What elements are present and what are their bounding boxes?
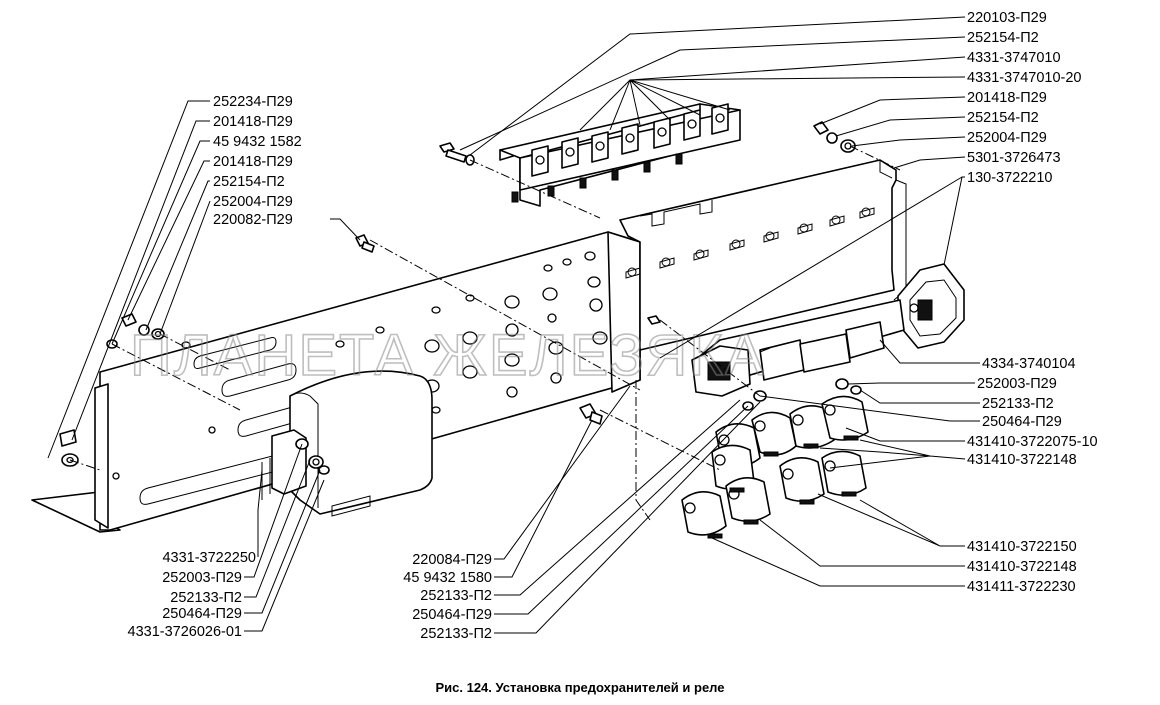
label-220103-p29: 220103-П29 <box>967 10 1047 26</box>
labels-right-bottom: 431410-3722150 431410-3722148 431411-372… <box>967 539 1077 595</box>
labels-right-mid: 4334-3740104 252003-П29 252133-П2 250464… <box>967 356 1098 468</box>
relay-3 <box>821 395 869 441</box>
assembly-drawing <box>31 103 965 539</box>
relay-bracket-right <box>897 263 965 349</box>
label-431410-3722148-b: 431410-3722148 <box>967 559 1077 575</box>
main-panel-edge <box>607 231 641 393</box>
label-252133-p2-right: 252133-П2 <box>982 396 1054 412</box>
label-252154-p2-b: 252154-П2 <box>967 110 1039 126</box>
label-5301-3726473: 5301-3726473 <box>967 150 1061 166</box>
label-45-9432-1580: 45 9432 1580 <box>403 570 492 586</box>
label-252003-p29-right: 252003-П29 <box>977 376 1057 392</box>
label-431411-3722230: 431411-3722230 <box>967 579 1076 595</box>
relay-7 <box>821 450 867 496</box>
upper-bracket-rail <box>619 159 897 351</box>
label-252133-p2-center-b: 252133-П2 <box>420 626 492 642</box>
labels-left-bottom: 4331-3722250 252003-П29 252133-П2 250464… <box>128 550 257 640</box>
fuse-block-assembly <box>499 103 741 207</box>
label-431410-3722148-a: 431410-3722148 <box>967 452 1077 468</box>
label-252004-p29-left: 252004-П29 <box>213 194 293 210</box>
relay-8 <box>681 491 727 536</box>
label-252004-p29-right: 252004-П29 <box>967 130 1047 146</box>
labels-right-top: 220103-П29 252154-П2 4331-3747010 4331-3… <box>967 10 1082 186</box>
label-250464-p29-center: 250464-П29 <box>412 607 492 623</box>
label-4334-3740104: 4334-3740104 <box>982 356 1076 372</box>
label-252154-p2-left: 252154-П2 <box>213 174 285 190</box>
labels-center-bottom: 220084-П29 45 9432 1580 252133-П2 250464… <box>403 552 492 642</box>
label-4331-3747010-20: 4331-3747010-20 <box>967 70 1082 86</box>
label-252133-p2-center-a: 252133-П2 <box>420 588 492 604</box>
label-45-9432-1582: 45 9432 1582 <box>213 134 302 150</box>
relay-6 <box>779 457 825 502</box>
relay-cluster <box>681 395 869 539</box>
label-250464-p29-right: 250464-П29 <box>982 414 1062 430</box>
relay-cover-housing <box>261 370 433 517</box>
label-252003-p29-left: 252003-П29 <box>162 570 242 586</box>
label-220082-p29: 220082-П29 <box>213 212 293 228</box>
figure-caption: Рис. 124. Установка предохранителей и ре… <box>435 680 724 695</box>
labels-left-top: 252234-П29 201418-П29 45 9432 1582 20141… <box>213 94 302 228</box>
watermark: ПЛАНЕТА ЖЕЛЕЗЯКА <box>130 323 766 388</box>
upper-bracket-tabs <box>639 200 713 227</box>
label-130-3722210: 130-3722210 <box>967 170 1052 186</box>
label-201418-p29-left-a: 201418-П29 <box>213 114 293 130</box>
fuse-clip-row <box>625 207 875 279</box>
label-252133-p2-left: 252133-П2 <box>170 590 242 606</box>
bolt-201418-top <box>813 121 856 153</box>
label-250464-p29-left: 250464-П29 <box>162 606 242 622</box>
label-4331-3747010: 4331-3747010 <box>967 50 1061 66</box>
relay-9 <box>725 477 771 522</box>
label-252234-p29: 252234-П29 <box>213 94 293 110</box>
panel-slot-upper <box>221 363 297 397</box>
label-252154-p2-a: 252154-П2 <box>967 30 1039 46</box>
panel-slot-small <box>193 337 277 369</box>
panel-holes <box>112 251 608 480</box>
label-4331-3722250: 4331-3722250 <box>162 550 256 566</box>
label-220084-p29: 220084-П29 <box>412 552 492 568</box>
leader-lines <box>47 16 980 634</box>
relay-bar-mid <box>691 299 905 397</box>
label-201418-p29-right: 201418-П29 <box>967 90 1047 106</box>
label-431410-3722075-10: 431410-3722075-10 <box>967 434 1098 450</box>
assembly-axes <box>69 145 901 521</box>
screw-220103 <box>439 142 475 166</box>
label-431410-3722150: 431410-3722150 <box>967 539 1077 555</box>
label-4331-3726026-01: 4331-3726026-01 <box>128 624 243 640</box>
label-201418-p29-left-b: 201418-П29 <box>213 154 293 170</box>
panel-left-flange <box>94 383 109 529</box>
